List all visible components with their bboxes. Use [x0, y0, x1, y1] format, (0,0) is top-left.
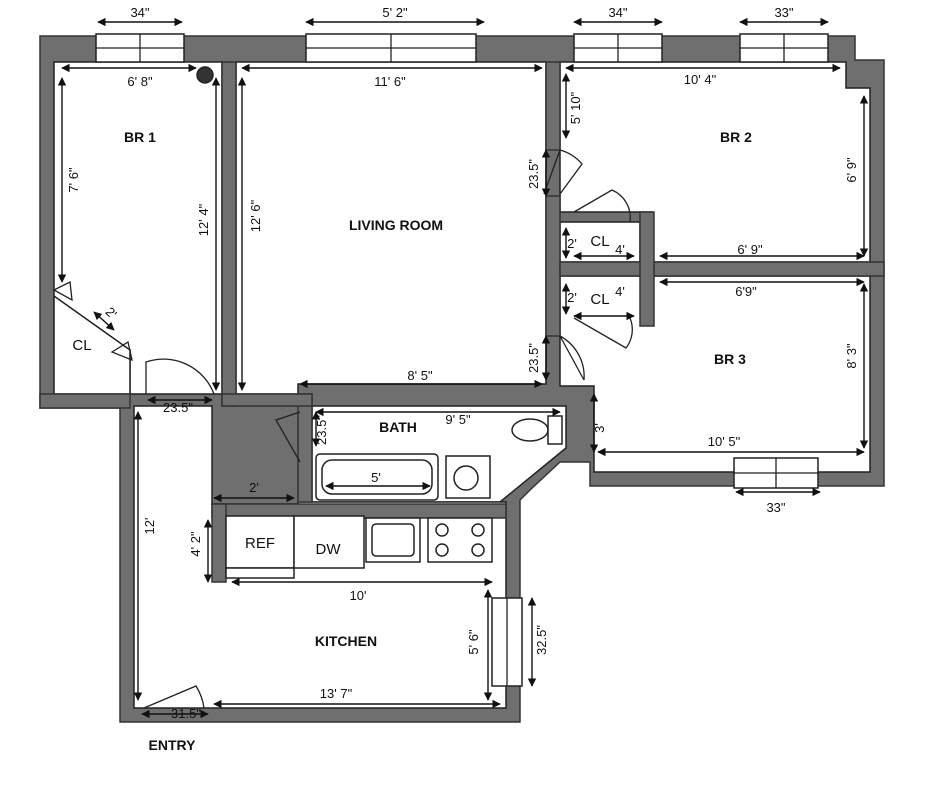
- dim-br1-right: 12' 4": [196, 203, 211, 236]
- dim-win-br1: 34": [130, 5, 149, 20]
- dim-counter-depth: 4' 2": [188, 531, 203, 557]
- dim-br2-right: 6' 9": [844, 157, 859, 183]
- dim-win-br2a: 34": [608, 5, 627, 20]
- dim-counter: 2': [249, 480, 259, 495]
- dim-kitchen-width: 10': [350, 588, 367, 603]
- dim-kitchen-window: 32.5": [534, 625, 549, 655]
- dim-living-depth: 12' 6": [248, 199, 263, 232]
- dim-br2-door: 23.5": [526, 159, 541, 189]
- dim-br3-right: 8' 3": [844, 343, 859, 369]
- windows: [95, 33, 829, 687]
- label-cl3: CL: [590, 291, 609, 308]
- window-br2a: [573, 33, 663, 63]
- dim-br2-bottom: 6' 9": [737, 242, 763, 257]
- window-br1: [95, 33, 185, 63]
- dim-cl2-depth: 2': [567, 236, 577, 251]
- label-entry: ENTRY: [149, 737, 197, 753]
- label-cl2: CL: [590, 233, 609, 250]
- label-dw: DW: [316, 541, 342, 558]
- doors: [52, 149, 633, 709]
- dim-cl3-depth: 2': [567, 290, 577, 305]
- door-bath: [275, 411, 301, 463]
- dim-br3-left: 3': [592, 423, 607, 433]
- window-br2b: [739, 33, 829, 63]
- dim-tub: 5': [371, 470, 381, 485]
- dim-br2-notch: 5' 10": [568, 91, 583, 124]
- room-labels: BR 1 LIVING ROOM BR 2 BR 3 BATH KITCHEN …: [72, 129, 752, 753]
- toilet: [511, 418, 549, 442]
- dim-living-bottom: 8' 5": [407, 368, 433, 383]
- dim-br1-depth: 7' 6": [66, 167, 81, 193]
- dim-br3-bottom: 10' 5": [708, 434, 741, 449]
- label-living: LIVING ROOM: [349, 217, 443, 233]
- door-entry: [143, 685, 205, 709]
- dim-bath-width: 9' 5": [445, 412, 471, 427]
- door-cl1: [52, 281, 133, 362]
- label-cl1: CL: [72, 337, 91, 354]
- dim-living-width: 11' 6": [374, 74, 406, 89]
- label-kitchen: KITCHEN: [315, 633, 377, 649]
- dim-br3-door: 23.5": [526, 343, 541, 373]
- dim-cl2-width: 4': [615, 242, 625, 257]
- dim-br1-door: 23.5": [163, 400, 193, 415]
- dim-kitchen-bottom: 13' 7": [320, 686, 353, 701]
- stove: [427, 517, 493, 563]
- dim-cl3-width: 4': [615, 284, 625, 299]
- label-bath: BATH: [379, 419, 417, 435]
- dim-br1-width: 6' 8": [127, 74, 153, 89]
- dimension-lines: [57, 17, 869, 719]
- door-cl3: [573, 317, 633, 349]
- interior-walls: [39, 61, 885, 583]
- door-br3: [559, 335, 585, 381]
- dim-win-living: 5' 2": [382, 5, 408, 20]
- door-cl2: [573, 189, 631, 223]
- pipe-icon: [196, 66, 214, 84]
- label-ref: REF: [245, 535, 275, 552]
- dim-entry-door: 31.5": [171, 706, 201, 721]
- dim-bath-door: 23.5": [314, 415, 329, 445]
- dim-br3-top: 6'9": [735, 284, 757, 299]
- door-br1: [145, 358, 215, 395]
- dim-kitchen-depth: 5' 6": [466, 629, 481, 655]
- dishwasher: [293, 515, 365, 569]
- dim-win-br2b: 33": [774, 5, 793, 20]
- dim-hall: 12': [142, 518, 157, 535]
- dim-win-br3: 33": [766, 500, 785, 515]
- window-living: [305, 33, 477, 63]
- dim-br2-width: 10' 4": [684, 72, 717, 87]
- label-br2: BR 2: [720, 129, 752, 145]
- window-kitchen: [491, 597, 523, 687]
- label-br3: BR 3: [714, 351, 746, 367]
- label-br1: BR 1: [124, 129, 156, 145]
- window-br3: [733, 457, 819, 489]
- dimension-labels: 34" 5' 2" 34" 33" 6' 8" 7' 6" 12' 4" 2' …: [66, 5, 859, 721]
